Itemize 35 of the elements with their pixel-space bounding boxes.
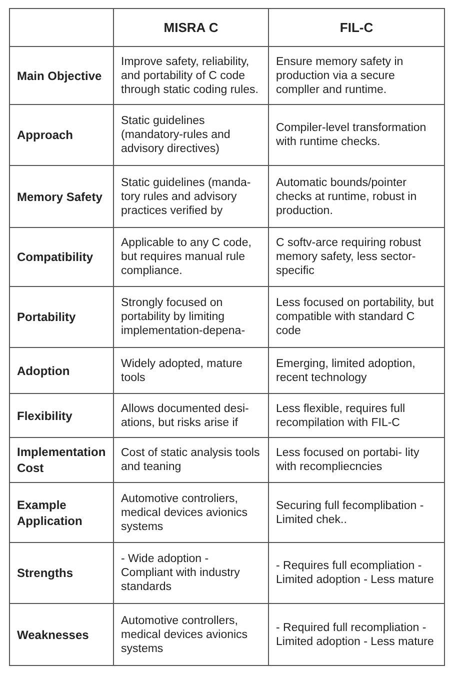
table-cell-text: Automotive controllers, medical devices avionics systems	[121, 614, 249, 656]
table-cell-text: Improve safety, reliability, and portability of C code through static coding rules.	[121, 54, 260, 96]
row-header: Adoption	[17, 362, 70, 378]
row-header: Main Objective	[17, 68, 102, 84]
table-cell-text: Cost of static analysis tools and teaning	[121, 446, 261, 474]
table-cell-text: Emerging, limited adoption, recent technology	[276, 356, 416, 384]
column-header: FIL-C	[340, 18, 374, 37]
row-header: Example Application	[17, 496, 84, 528]
table-cell-text: Strongly focused on portability by limiting implementation-depena-	[121, 296, 246, 338]
row-header: Approach	[17, 127, 74, 143]
row-header: Flexibility	[17, 408, 72, 424]
row-header: Implementation Cost	[17, 444, 106, 476]
table-cell-text: Automatic bounds/pointer checks at runtime, robust in production.	[276, 176, 418, 218]
table-cell-text: Less focused on portabi- lity with recompliecncies	[276, 446, 420, 474]
table-cell-text: Less flexible, requires full recompilation with FIL-C	[276, 402, 406, 430]
table-cell-text: Automotive controliers, medical devices avionics systems	[121, 492, 249, 534]
table-cell-text: Applicable to any C code, but requires manual rule compliance.	[121, 236, 252, 278]
row-header: Weaknesses	[17, 626, 89, 642]
row-header: Portability	[17, 309, 76, 325]
table-cell-text: - Requires full ecompliation - Limited adoption - Less mature	[276, 559, 435, 587]
table-cell-text: Less focused on portability, but compatible with standard C code	[276, 296, 435, 338]
table-cell-text: - Wide adoption - Compliant with industry standards	[121, 552, 241, 594]
table-cell-text: Ensure memory safety in production via a secure compller and runtime.	[276, 54, 404, 96]
table-cell-text: Widely adopted, mature tools	[121, 356, 244, 384]
row-header: Memory Safety	[17, 188, 102, 204]
row-header: Strengths	[17, 565, 74, 581]
table-cell-text: - Required full recompliation - Limited adoption - Less mature	[276, 620, 435, 648]
table-cell-text: Static guidelines (manda- tory rules and advisory practices verified by	[121, 176, 252, 218]
row-header: Compatibility	[17, 249, 94, 265]
table-cell-text: Securing full fecomplibation - Limited chek..	[276, 498, 425, 526]
column-header: MISRA C	[164, 18, 218, 37]
table-cell-text: Allows documented desi- ations, but risks arise if	[121, 402, 250, 430]
table-cell-text: Compiler-level transformation with runtime checks.	[276, 121, 428, 149]
table-cell-text: C softv-arce requiring robust memory safety, less sector-specific	[276, 236, 422, 278]
table-cell-text: Static guidelines (mandatory-rules and advisory directives)	[121, 114, 232, 156]
